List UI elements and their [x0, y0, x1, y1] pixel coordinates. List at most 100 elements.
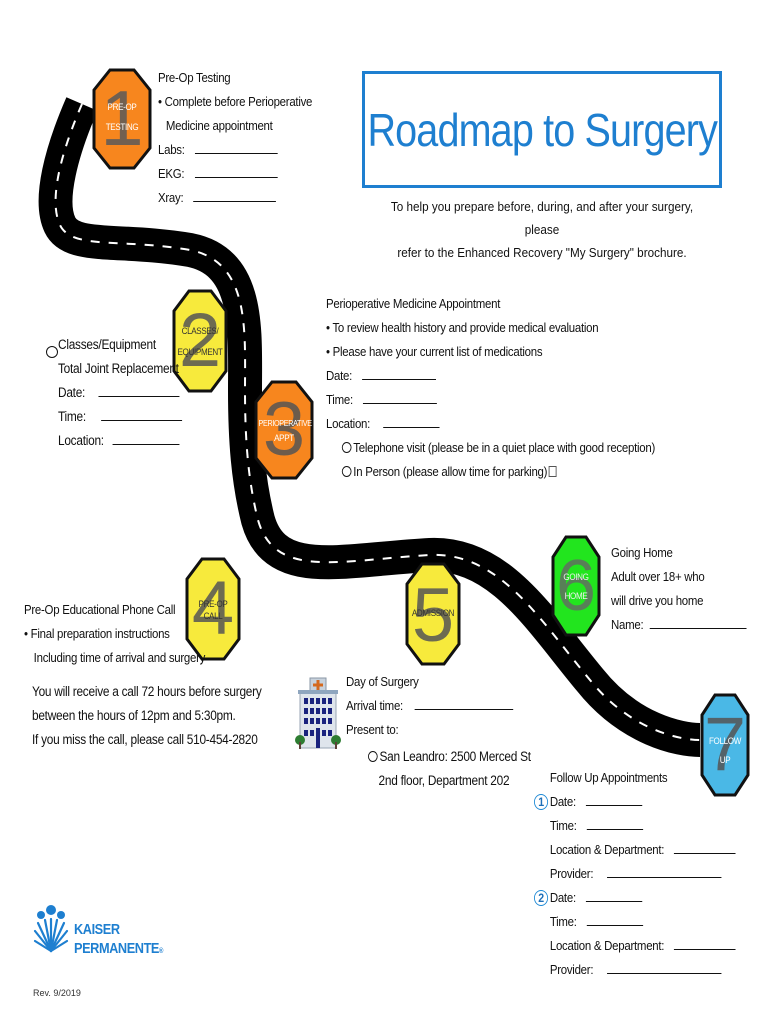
follow-up-heading: Follow Up Appointments — [549, 770, 668, 785]
step-4-number: 4 — [191, 566, 235, 651]
kaiser-permanente-wordmark: KAISER PERMANENTE® — [74, 920, 163, 961]
classes-section: Classes/Equipment Total Joint Replacemen… — [58, 333, 183, 453]
labs-input[interactable] — [194, 141, 278, 154]
appt-1-location-field: Location & Department: — [534, 838, 736, 862]
step-3-number: 3 — [262, 387, 306, 472]
appt-2-location-input[interactable] — [674, 937, 736, 950]
labs-label: Labs: — [158, 142, 185, 157]
appt-1-number-icon: 1 — [534, 794, 549, 810]
telephone-option[interactable]: Telephone visit (please be in a quiet pl… — [326, 436, 655, 460]
appt-1-location-input[interactable] — [674, 841, 736, 854]
registered-mark: ® — [159, 948, 163, 955]
title-box: Roadmap to Surgery — [362, 71, 722, 188]
preop-call-heading: Pre-Op Educational Phone Call — [24, 602, 176, 617]
classes-time-field: Time: — [58, 405, 183, 429]
preop-call-bullet-cont: Including time of arrival and surgery — [33, 650, 206, 665]
driver-name-field: Name: — [611, 613, 747, 637]
step-5-label-1: ADMISSION — [411, 608, 455, 619]
preop-call-section: Pre-Op Educational Phone Call • Final pr… — [24, 598, 205, 670]
step-6-number: 6 — [555, 546, 597, 626]
ekg-input[interactable] — [195, 165, 278, 178]
day-of-surgery-section: Day of Surgery Arrival time: Present to: — [346, 670, 514, 742]
step-3-label-2: APPT — [274, 433, 294, 444]
classes-date-field: Date: — [58, 381, 182, 405]
surgery-location: San Leandro: 2500 Merced St 2nd floor, D… — [368, 745, 531, 793]
perioperative-time-input[interactable] — [362, 391, 437, 404]
telephone-radio[interactable] — [341, 442, 352, 453]
arrival-time-field: Arrival time: — [346, 694, 514, 718]
appt-2-provider-input[interactable] — [606, 961, 722, 974]
appt-1-date-label: Date: — [549, 794, 576, 809]
step-5-number: 5 — [411, 573, 455, 658]
appt-2-time-field: Time: — [534, 910, 736, 934]
classes-location-input[interactable] — [112, 432, 180, 445]
appt-2-time-input[interactable] — [586, 913, 643, 926]
perioperative-date-input[interactable] — [361, 367, 436, 380]
perioperative-heading: Perioperative Medicine Appointment — [326, 296, 501, 311]
preop-call-note-3: If you miss the call, please call 510-45… — [32, 732, 258, 747]
perioperative-location-field: Location: — [326, 412, 655, 436]
going-home-line-2: will drive you home — [611, 593, 704, 608]
step-2-number: 2 — [178, 298, 222, 383]
classes-radio[interactable] — [46, 346, 58, 358]
san-leandro-option[interactable]: San Leandro: 2500 Merced St — [368, 745, 531, 769]
appt-2-date-label: Date: — [549, 890, 576, 905]
step-3-sign: 3 PERIOPERATIVE APPT — [254, 380, 314, 480]
step-3-label-1: PERIOPERATIVE — [258, 418, 313, 428]
arrival-time-label: Arrival time: — [346, 698, 403, 713]
perioperative-section: Perioperative Medicine Appointment • To … — [326, 292, 655, 484]
in-person-option[interactable]: In Person (please allow time for parking… — [326, 460, 655, 484]
appt-1-provider-label: Provider: — [549, 866, 594, 881]
step-6-label-1: GOING — [563, 572, 589, 583]
step-2-label-1: CLASSES/ — [181, 326, 219, 337]
in-person-option-label: In Person (please allow time for parking… — [353, 464, 548, 479]
brand-line-2: PERMANENTE — [74, 940, 160, 957]
labs-field: Labs: — [158, 138, 312, 162]
step-2-label-2: EQUIPMENT — [177, 347, 223, 358]
perioperative-bullet-1: • To review health history and provide m… — [326, 320, 599, 335]
appt-2-number-icon: 2 — [534, 890, 549, 906]
preop-testing-bullet: • Complete before Perioperative — [158, 94, 313, 109]
appt-1-time-input[interactable] — [586, 817, 643, 830]
step-1-label-2: TESTING — [105, 122, 139, 133]
appt-2-location-label: Location & Department: — [549, 938, 665, 953]
step-7-label-2: UP — [719, 755, 731, 766]
perioperative-location-input[interactable] — [383, 415, 440, 428]
perioperative-location-label: Location: — [326, 416, 371, 431]
appt-1-provider-field: Provider: — [534, 862, 736, 886]
step-5-sign: 5 ADMISSION — [405, 562, 461, 666]
in-person-radio[interactable] — [341, 466, 352, 477]
going-home-section: Going Home Adult over 18+ who will drive… — [611, 541, 747, 637]
step-1-number: 1 — [100, 74, 144, 162]
perioperative-bullet-2: • Please have your current list of medic… — [326, 344, 543, 359]
appt-2-date-input[interactable] — [585, 889, 643, 902]
revision-date: Rev. 9/2019 — [33, 988, 81, 998]
classes-time-label: Time: — [58, 409, 86, 424]
appt-2-location-field: Location & Department: — [534, 934, 736, 958]
appt-2-provider-field: Provider: — [534, 958, 736, 982]
classes-subheading: Total Joint Replacement — [58, 361, 179, 376]
step-2-sign: 2 CLASSES/ EQUIPMENT — [172, 289, 228, 393]
hospital-icon — [295, 677, 341, 749]
classes-time-input[interactable] — [101, 408, 183, 421]
appt-1-provider-input[interactable] — [606, 865, 722, 878]
san-leandro-radio[interactable] — [368, 751, 378, 762]
telephone-option-label: Telephone visit (please be in a quiet pl… — [353, 440, 656, 455]
step-7-number: 7 — [703, 702, 747, 787]
surgery-location-line-2: 2nd floor, Department 202 — [378, 773, 510, 788]
perioperative-date-field: Date: — [326, 364, 655, 388]
perioperative-time-field: Time: — [326, 388, 655, 412]
going-home-heading: Going Home — [611, 545, 673, 560]
classes-heading: Classes/Equipment — [58, 337, 156, 352]
appt-1-date-input[interactable] — [585, 793, 643, 806]
driver-name-input[interactable] — [649, 616, 747, 629]
classes-date-input[interactable] — [98, 384, 180, 397]
classes-location-label: Location: — [58, 433, 104, 448]
brand-line-1: KAISER — [74, 921, 120, 938]
step-4-label-1: PRE-OP CALL — [198, 599, 228, 622]
arrival-time-input[interactable] — [414, 697, 514, 710]
appt-1-time-field: Time: — [534, 814, 736, 838]
xray-input[interactable] — [193, 189, 277, 202]
preop-call-bullet: • Final preparation instructions — [24, 626, 170, 641]
